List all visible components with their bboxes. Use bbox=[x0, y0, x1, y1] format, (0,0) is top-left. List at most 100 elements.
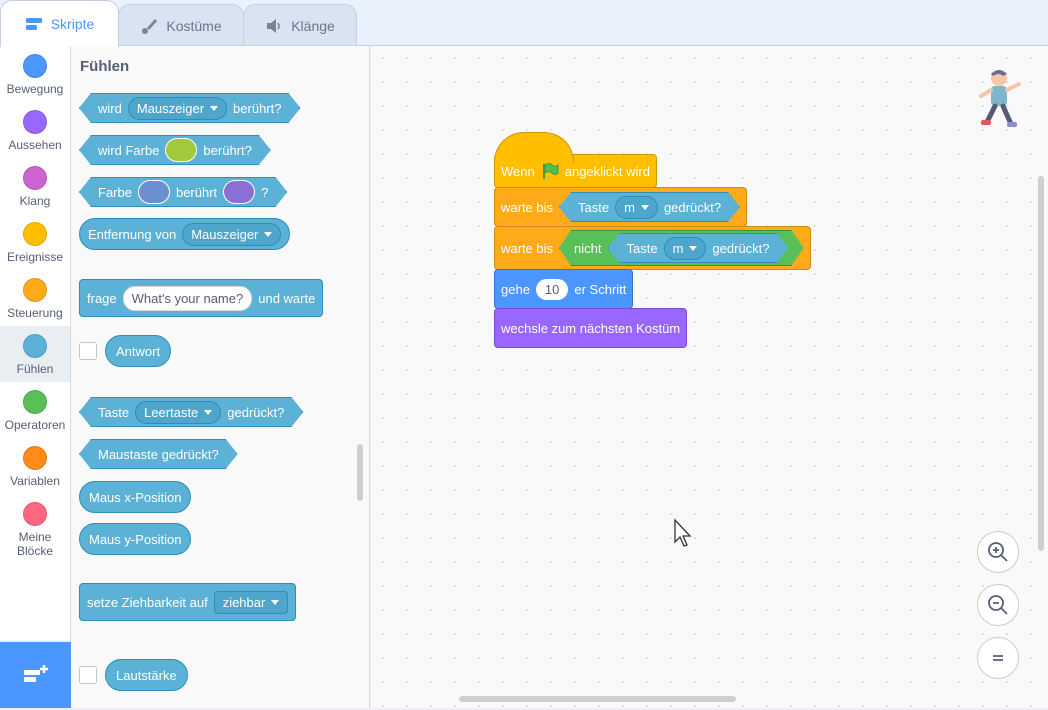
category-looks[interactable]: Aussehen bbox=[0, 102, 70, 158]
block-wait-until[interactable]: warte bis Taste m gedrückt? bbox=[494, 187, 748, 227]
block-text: Taste bbox=[626, 240, 658, 256]
category-label: Steuerung bbox=[7, 306, 63, 320]
category-motion[interactable]: Bewegung bbox=[0, 46, 70, 102]
chevron-down-icon bbox=[264, 231, 273, 237]
block-mouse-x[interactable]: Maus x-Position bbox=[79, 481, 192, 513]
block-key-pressed[interactable]: Taste Leertaste gedrückt? bbox=[79, 397, 303, 427]
dropdown-value: Leertaste bbox=[144, 404, 199, 420]
block-mouse-down[interactable]: Maustaste gedrückt? bbox=[79, 439, 238, 469]
block-answer[interactable]: Antwort bbox=[105, 335, 172, 367]
category-dot bbox=[23, 502, 47, 526]
script-area[interactable]: Wenn angeklickt wird warte bis Taste m g… bbox=[371, 46, 1048, 708]
palette-category-title: Fühlen bbox=[80, 58, 130, 75]
block-text: Farbe bbox=[98, 184, 132, 200]
editor-tabs: Skripte Kostüme Klänge bbox=[0, 0, 1048, 47]
category-label: Ereignisse bbox=[6, 250, 64, 264]
touching-object-dropdown[interactable]: Mauszeiger bbox=[128, 97, 227, 120]
category-sound[interactable]: Klang bbox=[0, 158, 70, 214]
palette-scrollbar[interactable] bbox=[357, 444, 363, 501]
zoom-in-icon bbox=[988, 542, 1008, 562]
green-flag-icon bbox=[542, 163, 559, 179]
editor-workarea: Bewegung Aussehen Klang Ereignisse Steue… bbox=[0, 45, 1048, 708]
tab-label: Kostüme bbox=[166, 17, 222, 34]
tab-label: Skripte bbox=[50, 16, 95, 32]
block-text: wechsle zum nächsten Kostüm bbox=[501, 320, 681, 336]
block-text: Maus x-Position bbox=[89, 489, 182, 505]
drag-mode-dropdown[interactable]: ziehbar bbox=[213, 590, 289, 614]
zoom-in-button[interactable] bbox=[977, 531, 1019, 573]
tab-label: Klänge bbox=[291, 17, 335, 34]
block-touching-color[interactable]: wird Farbe berührt? bbox=[79, 135, 271, 165]
chevron-down-icon bbox=[271, 599, 280, 605]
category-events[interactable]: Ereignisse bbox=[0, 214, 70, 270]
category-dot bbox=[23, 390, 47, 414]
block-key-pressed[interactable]: Taste m gedrückt? bbox=[608, 233, 789, 263]
color-picker-swatch[interactable] bbox=[165, 138, 197, 162]
block-set-drag-mode[interactable]: setze Ziehbarkeit auf ziehbar bbox=[79, 583, 297, 621]
block-text: setze Ziehbarkeit auf bbox=[87, 594, 208, 610]
ask-question-input[interactable]: What's your name? bbox=[122, 285, 253, 311]
block-text: Lautstärke bbox=[116, 667, 177, 683]
category-sensing[interactable]: Fühlen bbox=[0, 326, 70, 382]
tab-costumes[interactable]: Kostüme bbox=[118, 4, 244, 46]
category-control[interactable]: Steuerung bbox=[0, 270, 70, 326]
block-move-steps[interactable]: gehe 10 er Schritt bbox=[494, 269, 634, 309]
category-dot bbox=[23, 222, 47, 246]
tab-code[interactable]: Skripte bbox=[0, 0, 119, 47]
block-mouse-y[interactable]: Maus y-Position bbox=[79, 523, 192, 555]
block-text: berührt? bbox=[203, 142, 252, 158]
block-text: frage bbox=[87, 290, 117, 306]
block-text: berührt? bbox=[233, 100, 282, 116]
block-next-costume[interactable]: wechsle zum nächsten Kostüm bbox=[494, 308, 688, 348]
color-picker-swatch[interactable] bbox=[223, 180, 255, 204]
paintbrush-icon bbox=[142, 18, 158, 34]
chevron-down-icon bbox=[210, 106, 218, 111]
category-label: Operatoren bbox=[4, 418, 66, 432]
category-label: Meine Blöcke bbox=[16, 530, 54, 558]
color-picker-swatch[interactable] bbox=[138, 180, 170, 204]
hat-cap bbox=[494, 132, 574, 162]
category-dot bbox=[23, 166, 47, 190]
category-dot bbox=[23, 278, 47, 302]
block-text: Maustaste gedrückt? bbox=[98, 446, 219, 462]
add-extension-icon bbox=[23, 665, 48, 682]
block-text: gedrückt? bbox=[227, 404, 285, 420]
key-dropdown[interactable]: m bbox=[664, 237, 707, 260]
key-dropdown[interactable]: Leertaste bbox=[135, 401, 221, 424]
block-text: Maus y-Position bbox=[89, 531, 182, 547]
block-palette: Fühlen wird Mauszeiger berührt? wird Far… bbox=[71, 46, 370, 708]
block-wait-until-not[interactable]: warte bis nicht Taste m gedrückt? bbox=[494, 226, 811, 270]
category-variables[interactable]: Variablen bbox=[0, 438, 70, 494]
zoom-out-button[interactable] bbox=[977, 584, 1019, 626]
code-icon bbox=[25, 18, 42, 30]
block-not[interactable]: nicht Taste m gedrückt? bbox=[559, 230, 803, 266]
category-my-blocks[interactable]: Meine Blöcke bbox=[0, 494, 70, 558]
category-dot bbox=[23, 110, 47, 134]
block-touching[interactable]: wird Mauszeiger berührt? bbox=[79, 93, 300, 123]
key-dropdown[interactable]: m bbox=[615, 196, 658, 219]
category-dot bbox=[23, 54, 47, 78]
add-extension-button[interactable] bbox=[0, 642, 71, 708]
block-loudness[interactable]: Lautstärke bbox=[105, 659, 188, 691]
category-label: Variablen bbox=[10, 474, 60, 488]
block-distance-to[interactable]: Entfernung von Mauszeiger bbox=[79, 218, 291, 250]
category-operators[interactable]: Operatoren bbox=[0, 382, 70, 438]
block-text: gehe bbox=[501, 281, 530, 297]
block-color-touching-color[interactable]: Farbe berührt ? bbox=[79, 177, 287, 207]
block-text: Taste bbox=[578, 199, 610, 215]
script-area-vertical-scrollbar[interactable] bbox=[1038, 176, 1044, 551]
script-area-horizontal-scrollbar[interactable] bbox=[459, 696, 736, 702]
steps-input[interactable]: 10 bbox=[535, 278, 569, 300]
distance-target-dropdown[interactable]: Mauszeiger bbox=[182, 222, 282, 246]
dropdown-value: Mauszeiger bbox=[136, 100, 205, 116]
monitor-checkbox-loudness[interactable] bbox=[79, 666, 97, 684]
block-key-pressed[interactable]: Taste m gedrückt? bbox=[559, 192, 740, 222]
dropdown-value: m bbox=[672, 240, 684, 256]
block-text: warte bis bbox=[501, 240, 554, 256]
block-ask-and-wait[interactable]: frage What's your name? und warte bbox=[79, 279, 324, 317]
zoom-reset-button[interactable] bbox=[977, 637, 1019, 679]
monitor-checkbox-answer[interactable] bbox=[79, 342, 97, 360]
category-menu: Bewegung Aussehen Klang Ereignisse Steue… bbox=[0, 46, 71, 641]
block-text: berührt bbox=[175, 184, 218, 200]
tab-sounds[interactable]: Klänge bbox=[243, 4, 357, 46]
